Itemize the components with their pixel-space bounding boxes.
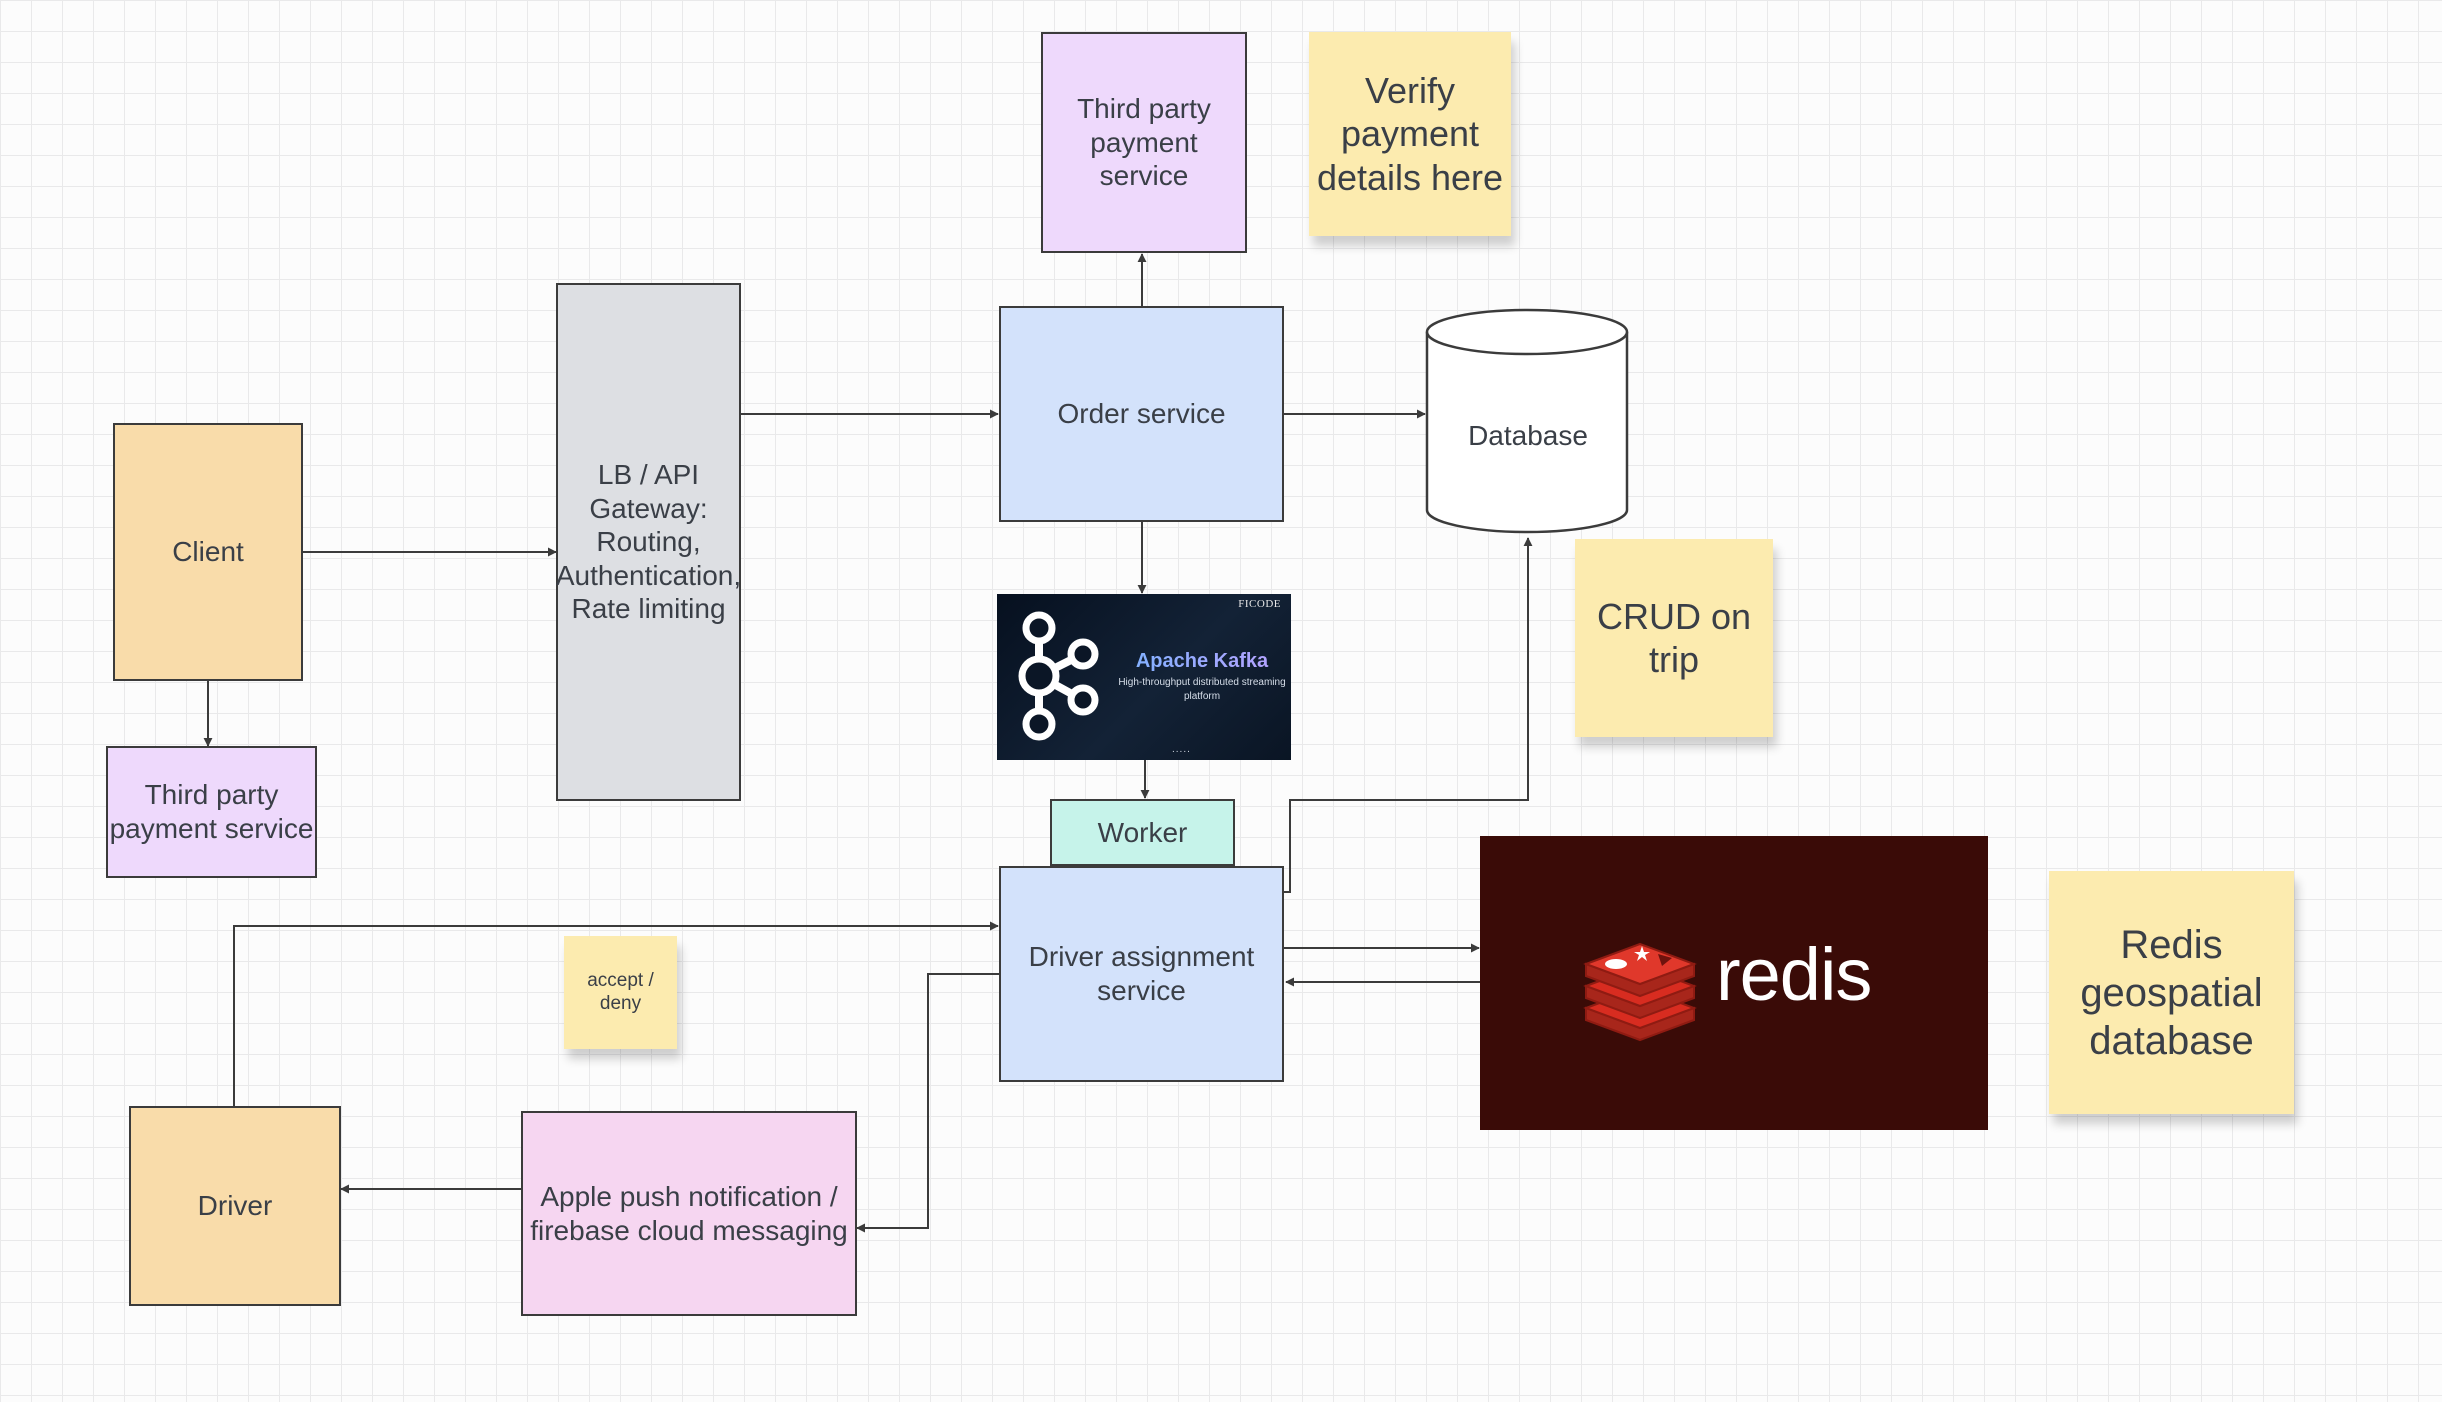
order-service-node[interactable]: Order service: [999, 306, 1284, 522]
order-service-label: Order service: [1057, 398, 1226, 430]
kafka-brand-text: FICODE: [1238, 598, 1281, 610]
driver-label: Driver: [197, 1190, 273, 1222]
database-cylinder[interactable]: [1424, 306, 1630, 536]
redis-image: redis: [1480, 836, 1988, 1130]
worker-node[interactable]: Worker: [1050, 799, 1235, 866]
sticky-crud-trip-text: CRUD on trip: [1596, 595, 1752, 680]
kafka-subtitle: High-throughput distributed streaming pl…: [1118, 677, 1286, 702]
edge-driver-dispatch: [233, 921, 999, 1106]
worker-label: Worker: [1097, 816, 1188, 848]
sticky-redis-note[interactable]: Redis geospatial database: [2049, 871, 2294, 1114]
push-notification-label: Apple push notification / firebase cloud…: [530, 1180, 848, 1246]
push-notification-node[interactable]: Apple push notification / firebase cloud…: [521, 1111, 857, 1316]
driver-assignment-node[interactable]: Driver assignment service: [999, 866, 1284, 1082]
kafka-image: FICODE Apache Kafka High-throughput dist…: [997, 594, 1291, 760]
kafka-title: Apache Kafka: [1122, 650, 1282, 673]
top-payment-node[interactable]: Third party payment service: [1041, 32, 1247, 253]
kafka-footer-dots: .....: [1172, 744, 1191, 755]
gateway-label: LB / API Gateway: Routing, Authenticatio…: [555, 459, 742, 625]
client-payment-node[interactable]: Third party payment service: [106, 746, 317, 878]
redis-logo-icon: [1583, 942, 1697, 1042]
edge-dispatch-push: [856, 973, 1000, 1233]
gateway-node[interactable]: LB / API Gateway: Routing, Authenticatio…: [556, 283, 741, 801]
client-label: Client: [172, 536, 244, 568]
client-node[interactable]: Client: [113, 423, 303, 681]
sticky-accept-deny[interactable]: accept / deny: [564, 936, 677, 1049]
kafka-logo-icon: [1018, 611, 1099, 741]
top-payment-label: Third party payment service: [1077, 93, 1211, 192]
sticky-verify-payment-text: Verify payment details here: [1316, 70, 1504, 198]
sticky-accept-deny-text: accept / deny: [587, 969, 654, 1014]
redis-wordmark: redis: [1716, 933, 1872, 1016]
client-payment-label: Third party payment service: [109, 779, 314, 844]
sticky-crud-trip[interactable]: CRUD on trip: [1575, 539, 1773, 737]
database-label: Database: [1468, 420, 1588, 451]
edge-dispatch-database: [1283, 537, 1533, 893]
sticky-verify-payment[interactable]: Verify payment details here: [1309, 32, 1511, 236]
driver-node[interactable]: Driver: [129, 1106, 341, 1306]
driver-assignment-label: Driver assignment service: [1028, 941, 1255, 1006]
sticky-redis-note-text: Redis geospatial database: [2080, 922, 2263, 1063]
